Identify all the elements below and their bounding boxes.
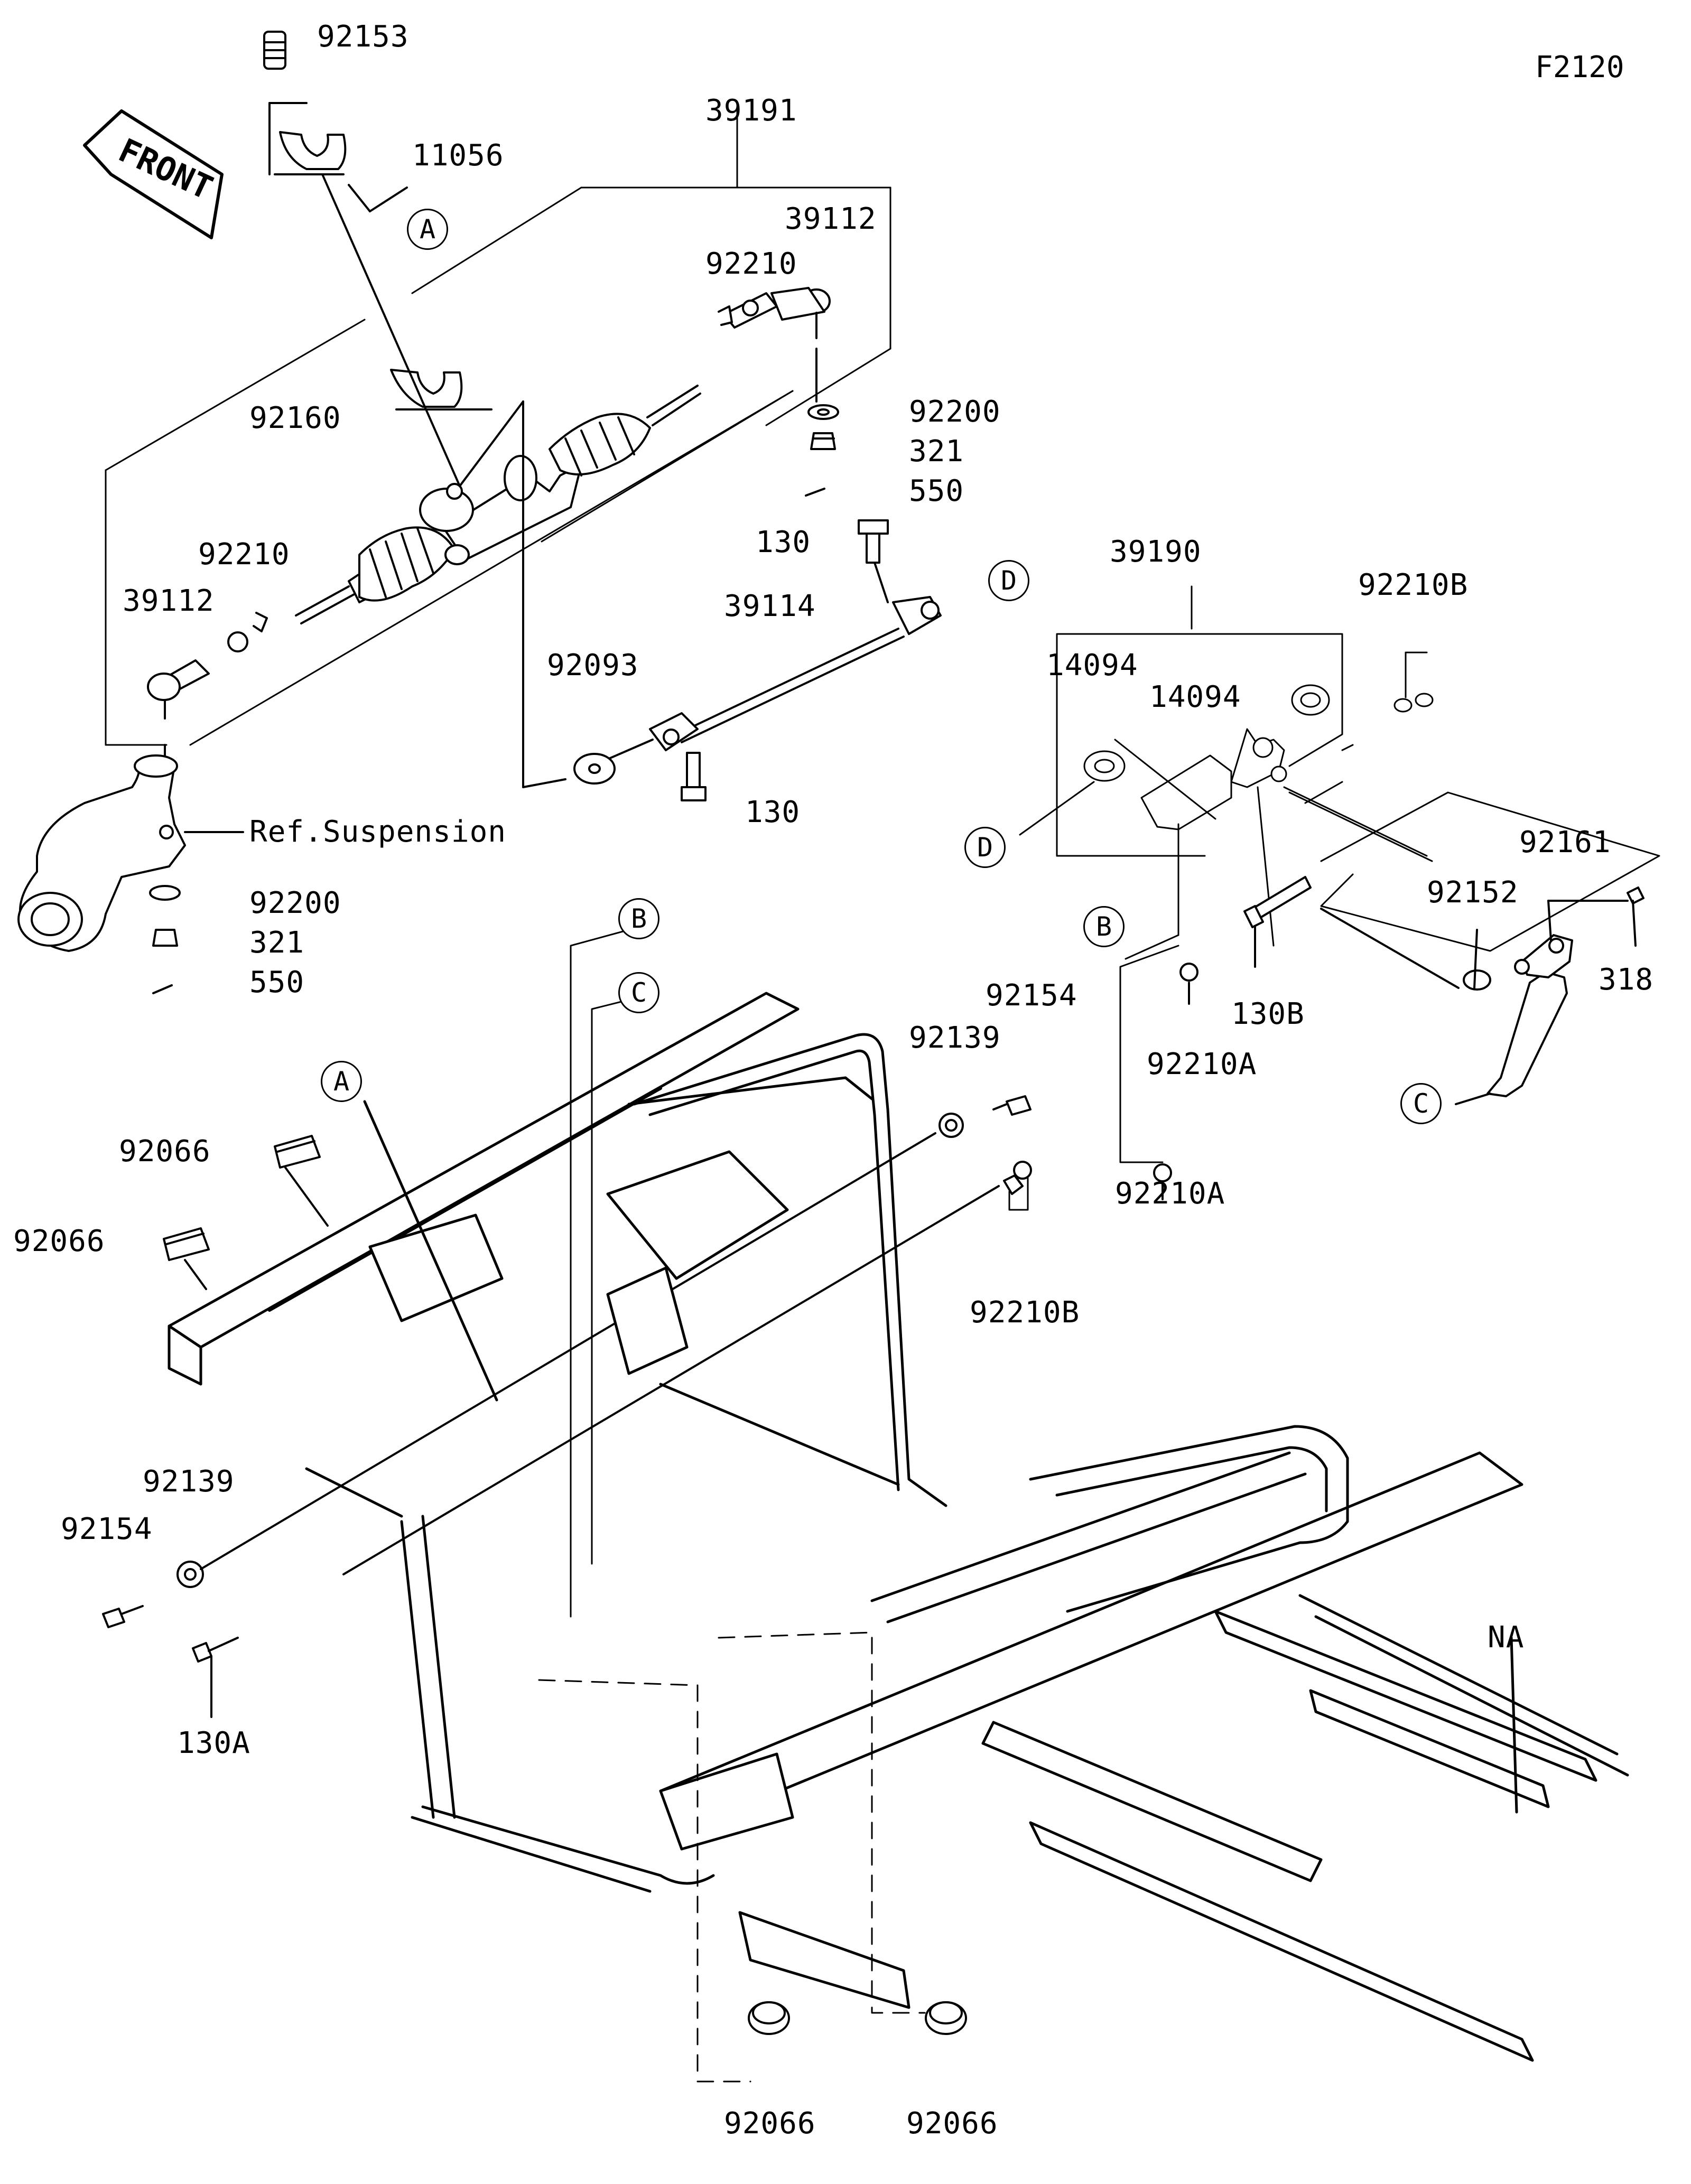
- fasteners-column: [1119, 876, 1312, 1200]
- steering-knuckle: [17, 754, 244, 952]
- ref-circle-b-column: B: [1083, 906, 1125, 947]
- callout-92210-top: 92210: [705, 247, 797, 281]
- callout-130-top: 130: [756, 525, 811, 559]
- figure-code: F2120: [1535, 50, 1624, 85]
- callout-130A: 130A: [177, 1726, 250, 1760]
- ref-circle-c-damper: C: [1400, 1083, 1442, 1124]
- callout-130-bottom: 130: [745, 795, 801, 829]
- callout-92200-top: 92200: [909, 395, 1001, 429]
- ref-circle-a-frame: A: [321, 1061, 362, 1102]
- callout-321-top: 321: [909, 434, 964, 469]
- tie-rod-end-right: [718, 287, 839, 497]
- callout-92093: 92093: [547, 648, 639, 683]
- callout-321-bottom: 321: [249, 926, 305, 960]
- callout-318: 318: [1599, 963, 1654, 997]
- callout-39190: 39190: [1110, 535, 1202, 569]
- tie-rod-end-left: [147, 612, 268, 994]
- callout-92210-left: 92210: [198, 537, 290, 572]
- callout-92153: 92153: [317, 20, 409, 54]
- callout-92161: 92161: [1519, 825, 1611, 860]
- callout-550-bottom: 550: [249, 965, 305, 1000]
- callout-92066-upper: 92066: [119, 1134, 211, 1169]
- callout-92066-lower-left: 92066: [13, 1224, 105, 1258]
- callout-92139-left: 92139: [143, 1464, 235, 1499]
- callout-11056: 11056: [412, 138, 504, 173]
- callout-92210A-lower: 92210A: [1115, 1177, 1225, 1211]
- callout-92160: 92160: [249, 401, 341, 435]
- callout-92154-right: 92154: [986, 978, 1077, 1013]
- ref-circle-a-top: A: [407, 209, 448, 250]
- callout-39114: 39114: [724, 589, 816, 623]
- callout-92152: 92152: [1427, 875, 1519, 910]
- steering-column-group: [1019, 585, 1434, 960]
- callout-92200-bottom: 92200: [249, 886, 341, 920]
- ref-circle-b-frame: B: [618, 898, 659, 939]
- steering-damper: [1320, 791, 1660, 1105]
- callout-92210B-top: 92210B: [1358, 568, 1469, 602]
- callout-92066-bottom-right: 92066: [906, 2106, 998, 2141]
- dust-caps: [163, 1135, 967, 2035]
- callout-NA: NA: [1488, 1620, 1525, 1655]
- callout-39112-left: 39112: [123, 584, 215, 618]
- main-frame: [168, 929, 1629, 2083]
- rack-bracket-11056: [263, 31, 493, 487]
- ref-circle-c-frame: C: [618, 972, 659, 1013]
- callout-14094-right: 14094: [1149, 680, 1241, 714]
- callout-92066-bottom-left: 92066: [724, 2106, 816, 2141]
- callout-550-top: 550: [909, 474, 964, 508]
- callout-92154-left: 92154: [61, 1512, 153, 1546]
- frame-fasteners: [102, 1095, 1032, 1718]
- callout-39112-top: 39112: [785, 202, 877, 236]
- callout-14094-left: 14094: [1046, 648, 1138, 683]
- callout-92210A-upper: 92210A: [1147, 1047, 1257, 1081]
- callout-130B: 130B: [1231, 997, 1305, 1031]
- steering-rack-assembly: [295, 385, 701, 624]
- steering-shaft-39114: [459, 400, 942, 801]
- steering-rack-group-outline: [105, 110, 891, 746]
- callout-39191: 39191: [705, 94, 797, 128]
- ref-circle-d-column: D: [964, 827, 1006, 868]
- ref-circle-d-shaft: D: [988, 560, 1029, 601]
- callout-ref-suspension: Ref.Suspension: [249, 815, 507, 849]
- callout-92210B-mid: 92210B: [970, 1295, 1080, 1330]
- callout-92139-right: 92139: [909, 1021, 1001, 1055]
- front-arrow-icon: FRONT: [83, 109, 224, 239]
